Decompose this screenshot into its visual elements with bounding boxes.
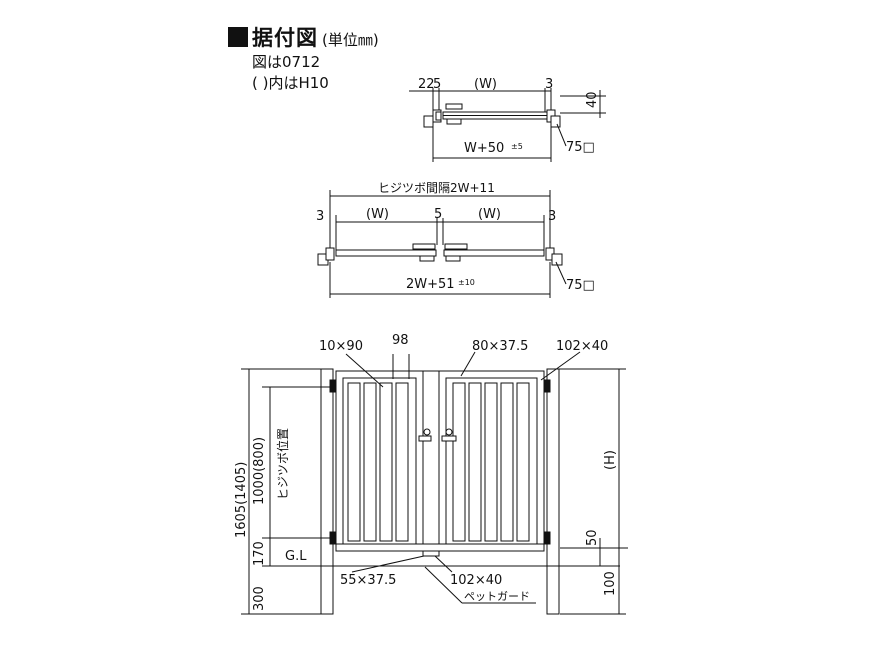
- lbl-300: 300: [252, 586, 267, 611]
- unit-note: (単位㎜): [322, 31, 379, 49]
- lbl-10x90: 10×90: [319, 339, 363, 354]
- lbl-100: 100: [603, 571, 618, 596]
- dim-22: 22: [418, 77, 435, 92]
- dim-w-single: (W): [474, 77, 497, 92]
- lbl-petguard: ペットガード: [464, 590, 530, 603]
- title-square-icon: [228, 27, 248, 47]
- page-title: 据付図: [252, 26, 318, 50]
- plan-double-gate: [317, 190, 567, 298]
- lbl-hijitsubo: ヒジツボ位置: [275, 428, 290, 500]
- lbl-98: 98: [392, 333, 409, 348]
- lbl-102x40-top: 102×40: [556, 339, 608, 354]
- title-row: 据付図 (単位㎜): [228, 22, 379, 52]
- tol-2w51: ±10: [458, 278, 475, 287]
- lbl-50: 50: [585, 529, 600, 546]
- dim-w-left: (W): [366, 207, 389, 222]
- dim-5-double: 5: [434, 207, 442, 222]
- dim-3-left: 3: [316, 209, 324, 224]
- model-note: 図は0712: [252, 53, 321, 71]
- lbl-1000: 1000(800): [252, 437, 267, 505]
- plan-single-gate: [409, 88, 606, 162]
- lbl-h: (H): [603, 450, 618, 470]
- title-block: 据付図 (単位㎜) 図は0712 ( )内はH10: [228, 22, 379, 94]
- dim-2w51: 2W+51: [406, 277, 455, 292]
- dim-w-right: (W): [478, 207, 501, 222]
- lbl-1605: 1605(1405): [234, 462, 249, 538]
- post-75-single: 75□: [566, 140, 595, 155]
- paren-note: ( )内はH10: [252, 74, 329, 92]
- lbl-170: 170: [252, 541, 267, 566]
- dim-3-single: 3: [545, 77, 553, 92]
- dim-40: 40: [585, 91, 600, 108]
- hijitsubo-spacing: ヒジツボ間隔2W+11: [378, 181, 495, 195]
- lbl-80x37-5: 80×37.5: [472, 339, 528, 354]
- post-75-double: 75□: [566, 278, 595, 293]
- dim-w50: W+50: [464, 141, 504, 156]
- dim-5-single: 5: [433, 77, 441, 92]
- dim-3-right: 3: [548, 209, 556, 224]
- lbl-102x40-bottom: 102×40: [450, 573, 502, 588]
- front-elevation: [241, 351, 628, 615]
- tol-w50: ±5: [511, 142, 523, 151]
- lbl-55x37-5: 55×37.5: [340, 573, 396, 588]
- lbl-gl: G.L: [285, 549, 307, 564]
